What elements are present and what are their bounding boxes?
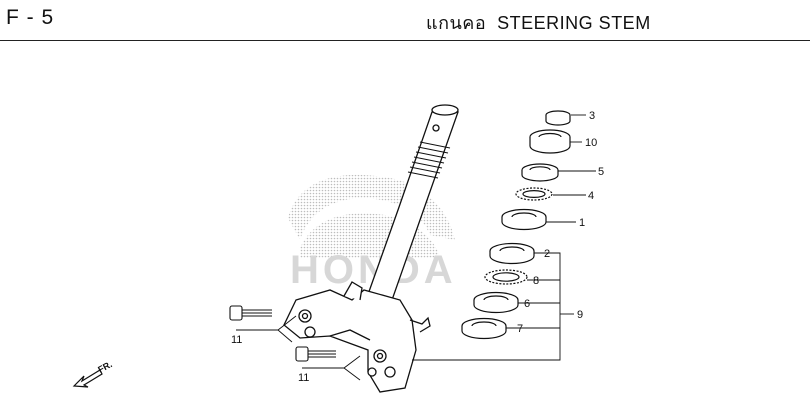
callout-4: 4 (588, 190, 594, 202)
part-3-locknut (545, 110, 571, 126)
bolt-lower (295, 346, 336, 362)
part-2-race (489, 242, 535, 265)
part-8-bearing (484, 269, 528, 285)
callout-7: 7 (517, 323, 523, 335)
steering-stem (283, 104, 459, 393)
part-6-race (473, 291, 519, 314)
honda-wing-watermark: HONDA (288, 174, 455, 292)
callout-2: 2 (544, 248, 550, 260)
callout-5: 5 (598, 166, 604, 178)
front-direction-marker: FR. (72, 359, 114, 388)
callout-9: 9 (577, 309, 583, 321)
title-english: STEERING STEM (497, 13, 651, 33)
part-1-race (501, 208, 547, 231)
callout-8: 8 (533, 275, 539, 287)
header-divider (0, 40, 810, 41)
callout-10: 10 (585, 137, 597, 149)
part-5-race (521, 163, 559, 182)
bolt-upper (229, 305, 272, 321)
leader-lines (236, 114, 596, 381)
part-7-dust-seal (461, 317, 507, 340)
page-title: แกนคอ STEERING STEM (426, 8, 651, 37)
callout-11-upper: 11 (231, 334, 242, 346)
callout-6: 6 (524, 298, 530, 310)
part-4-bearing (515, 187, 553, 201)
part-10-adjusting-nut (529, 129, 571, 154)
callout-1: 1 (579, 217, 585, 229)
title-thai: แกนคอ (426, 13, 487, 33)
page-code: F - 5 (6, 6, 55, 29)
callout-3: 3 (589, 110, 595, 122)
front-label: FR. (96, 359, 113, 375)
callout-11-lower: 11 (298, 372, 309, 384)
